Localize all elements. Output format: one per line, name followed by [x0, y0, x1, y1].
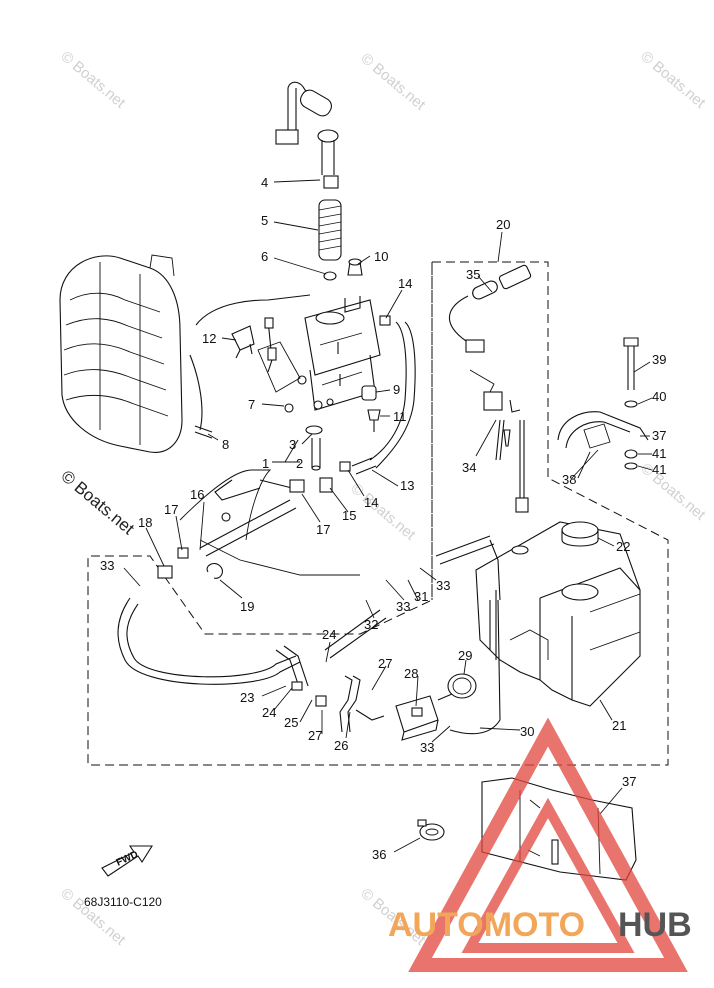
fuel-sensor-assembly: [275, 81, 342, 281]
side-watermark: © Boats.net: [57, 467, 138, 539]
fuel-tank: [475, 521, 641, 707]
callout-2: 2: [296, 456, 303, 471]
brand-triangle-inner: [461, 797, 635, 953]
watermark-text: © Boats.net: [637, 460, 709, 524]
callout-19: 19: [240, 599, 254, 614]
intake-silencer: [59, 254, 183, 453]
callout-21: 21: [612, 718, 626, 733]
callout-9: 9: [393, 382, 400, 397]
lower-housing: [157, 469, 360, 579]
callout-14b: 14: [364, 495, 378, 510]
callout-27b: 27: [308, 728, 322, 743]
callout-39: 38: [562, 472, 576, 487]
callout-33: 33: [100, 558, 114, 573]
callout-11: 11: [393, 409, 407, 424]
strap-bracket: [557, 337, 649, 470]
callout-23: 23: [240, 690, 254, 705]
callout-8: 8: [222, 437, 229, 452]
callout-12: 12: [202, 331, 216, 346]
callout-24b: 24: [262, 705, 276, 720]
callout-25: 25: [284, 715, 298, 730]
watermark-text: © Boats.net: [637, 48, 709, 112]
fuel-hoses: [117, 294, 501, 735]
brand-triangle-outer: [408, 717, 688, 972]
callout-labels: 4 5 6 10 14 12 7 8 9 11 3 1 2 13 14 15 1…: [100, 175, 666, 862]
callout-16: 16: [190, 487, 204, 502]
callout-27: 27: [378, 656, 392, 671]
callout-40: 39: [652, 352, 666, 367]
callout-42: 41: [652, 446, 666, 461]
callout-1: 1: [262, 456, 269, 471]
callout-3: 3: [289, 437, 296, 452]
sensor-harness: [448, 264, 532, 513]
watermark-layer: © Boats.net © Boats.net © Boats.net © Bo…: [57, 48, 709, 949]
callout-24: 24: [322, 627, 336, 642]
callout-41b: 41: [652, 462, 666, 477]
fwd-arrow: FWD: [101, 845, 153, 877]
callout-37: 37: [622, 774, 636, 789]
callout-35: 35: [466, 267, 480, 282]
callout-5: 5: [261, 213, 268, 228]
callout-13: 13: [400, 478, 414, 493]
callout-14: 14: [398, 276, 412, 291]
callout-32: 32: [364, 617, 378, 632]
callout-33c: 33: [396, 599, 410, 614]
hose-clamp: [417, 819, 445, 841]
callout-38: 37: [652, 428, 666, 443]
callout-4: 4: [261, 175, 268, 190]
brand-text-part2: HUB: [618, 906, 692, 944]
brand-logo: AUTOMOTO HUB: [388, 717, 692, 972]
fwd-label: FWD: [115, 849, 140, 869]
callout-29: 29: [458, 648, 472, 663]
callout-20: 20: [496, 217, 510, 232]
callout-6: 6: [261, 249, 268, 264]
callout-15: 15: [342, 508, 356, 523]
callout-34: 34: [462, 460, 476, 475]
watermark-text: © Boats.net: [57, 48, 129, 112]
callout-33d: 33: [420, 740, 434, 755]
callout-17b: 17: [164, 502, 178, 517]
small-components: [194, 258, 391, 475]
callout-7: 7: [248, 397, 255, 412]
diagram-ref-code: 68J3110-C120: [84, 895, 162, 909]
callout-18: 18: [138, 515, 152, 530]
watermark-text: © Boats.net: [357, 50, 429, 114]
callout-10: 10: [374, 249, 388, 264]
leader-lines: [123, 179, 653, 853]
callout-31: 31: [414, 589, 428, 604]
callout-28: 28: [404, 666, 418, 681]
callout-36: 36: [372, 847, 386, 862]
callout-26: 26: [334, 738, 348, 753]
callout-22: 22: [616, 539, 630, 554]
callout-17: 17: [316, 522, 330, 537]
callout-33b: 33: [436, 578, 450, 593]
vapor-separator: [257, 296, 381, 411]
callout-41: 40: [652, 389, 666, 404]
fuel-pump-assembly: [291, 673, 477, 741]
brand-text-part1: AUTOMOTO: [388, 906, 585, 944]
callout-30: 30: [520, 724, 534, 739]
